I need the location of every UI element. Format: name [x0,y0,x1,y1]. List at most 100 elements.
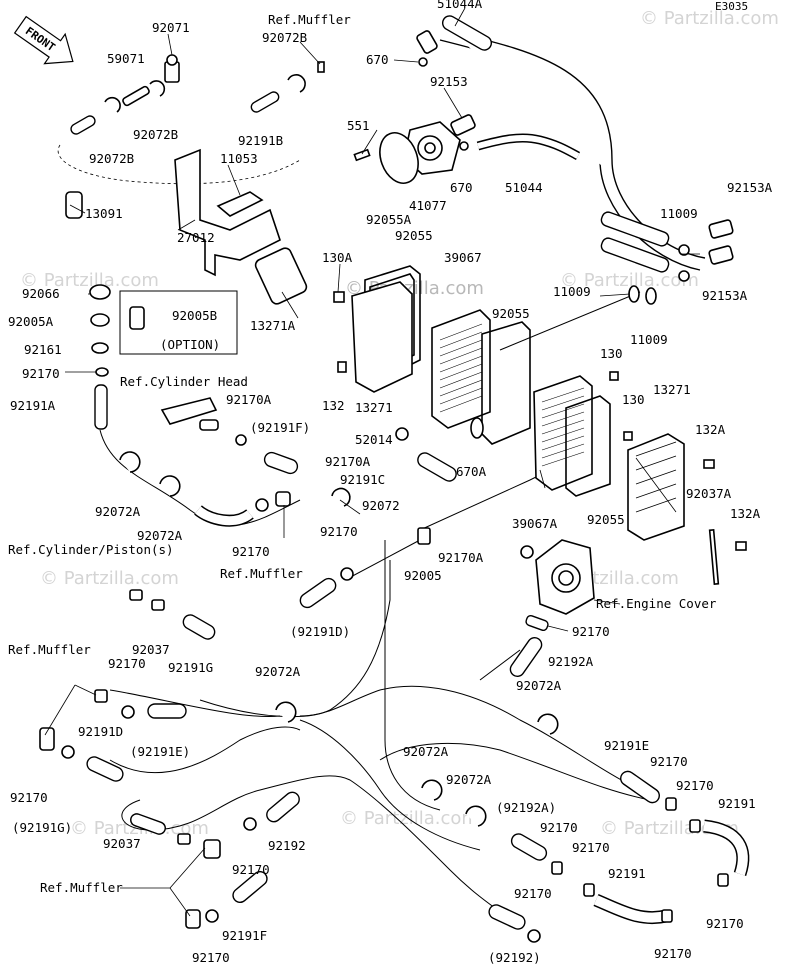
diagram-code: E3035 [715,0,748,13]
callout-92170A-b: 92170A [325,454,371,469]
clamp-92170-k [583,883,595,897]
callout-130-b: 130 [622,392,645,407]
plug-52014 [395,427,409,441]
callout-39067: 39067 [444,250,482,265]
callout-ref-engcover: Ref.Engine Cover [596,596,717,611]
callout-130A: 130A [322,250,353,265]
clamp-92170-i [551,861,563,875]
watermark-2: © Partzilla.com [20,270,159,291]
watermark-3: © Partzilla.com [560,270,699,291]
callout-92191C: 92191C [340,472,385,487]
callout-51044A: 51044A [437,0,483,11]
clamp-92170-a [95,367,109,377]
hose-92191B [250,91,280,113]
callout-92191D-a: (92191D) [290,624,350,639]
fitting-92153A-2 [708,245,734,265]
callout-27012: 27012 [177,230,215,245]
hose-92192A-b [510,833,548,861]
callout-92191E-a: (92191E) [130,744,190,759]
callout-92191A: 92191A [10,398,56,413]
bolt-132A-2 [735,541,747,551]
callout-130: 130 [600,346,623,361]
gasket-92055-right [565,395,611,497]
block-13091 [65,191,83,219]
callout-13271-b: 13271 [653,382,691,397]
hose-92192-b [488,904,526,930]
callout-92191G-b: (92191G) [12,820,72,835]
callout-92170-d: 92170 [572,624,610,639]
hose-92191D-left [86,756,124,782]
callout-92191: 92191 [608,866,646,881]
part-59071 [122,85,150,107]
watermark-4: © Partzilla.com [40,568,179,589]
callout-59071: 59071 [107,51,145,66]
watermark-1: © Partzilla.com [640,8,779,29]
callout-ref-muffler-bottom: Ref.Muffler [40,880,123,895]
callout-39067A: 39067A [512,516,558,531]
pin-551 [353,148,371,162]
callout-92170A-c: 92170A [438,550,484,565]
callout-11009-b: 11009 [553,284,591,299]
callout-92170-c: 92170 [232,544,270,559]
callout-92066: 92066 [22,286,60,301]
left-small-parts: (OPTION) [89,284,595,677]
cap-92066 [89,284,111,300]
hose-92191C [417,452,457,482]
callout-92005: 92005 [404,568,442,583]
hose-92192A [509,637,543,677]
callout-11009-a: 11009 [660,206,698,221]
oring-11009-1 [678,244,690,256]
callout-11009-c: 11009 [630,332,668,347]
hose-left-small [70,115,96,135]
option-label: (OPTION) [160,337,220,352]
fitting-92037-a [129,589,143,601]
watermark-6: © Partzilla.com [70,818,209,839]
callout-92072A-e: 92072A [403,744,449,759]
cover-13271-left [351,281,413,393]
callout-52014: 52014 [355,432,393,447]
hose-right-2 [600,237,670,273]
callout-13091: 13091 [85,206,123,221]
oring-670-b [459,141,469,151]
hose-92191E-right [620,770,660,804]
hose-right-1 [600,211,670,247]
callout-92192A-b: (92192A) [496,800,556,815]
callout-92072-a: 92072 [362,498,400,513]
clamp-92170-b [255,498,269,512]
clamp-92072A-b [159,475,181,497]
clamp-92072A-d [537,713,559,735]
clamp-92072A-e [421,779,443,801]
callout-92170-h: 92170 [10,790,48,805]
oring-11009-3 [628,285,640,303]
label-leaders [44,7,700,917]
callout-92191F-b: 92191F [222,928,267,943]
callout-132: 132 [322,398,345,413]
fitting-92005A [90,313,110,327]
callout-92153A-a: 92153A [727,180,773,195]
plug-92072B [317,61,325,73]
callout-92055-b: 92055 [492,306,530,321]
cover-13271A [254,247,308,305]
oring-11009-4 [645,287,657,305]
clamp-92170-f [665,797,677,811]
lower-parts [39,589,750,943]
callout-551: 551 [347,118,370,133]
callout-92170-n: 92170 [192,950,230,964]
clamp-92170-l [661,909,673,923]
cooler-39067A [533,375,593,491]
hose-92191-right [703,821,748,876]
bolt-132 [337,361,347,373]
fitting-cylhead [160,397,218,425]
callout-92170-e: 92170 [108,656,146,671]
callout-13271A: 13271A [250,318,296,333]
callout-92191B: 92191B [238,133,283,148]
option-box [119,290,238,355]
watermark-7: © Partzilla.com [340,808,479,829]
hose-92192 [266,791,300,823]
fitting-92005 [417,527,431,545]
clamp-92170-d [121,705,135,719]
callout-92072A-b: 92072A [137,528,183,543]
callout-92191E-b: 92191E [604,738,649,753]
cooler-assembly [333,265,747,585]
hose-51044 [477,135,580,159]
